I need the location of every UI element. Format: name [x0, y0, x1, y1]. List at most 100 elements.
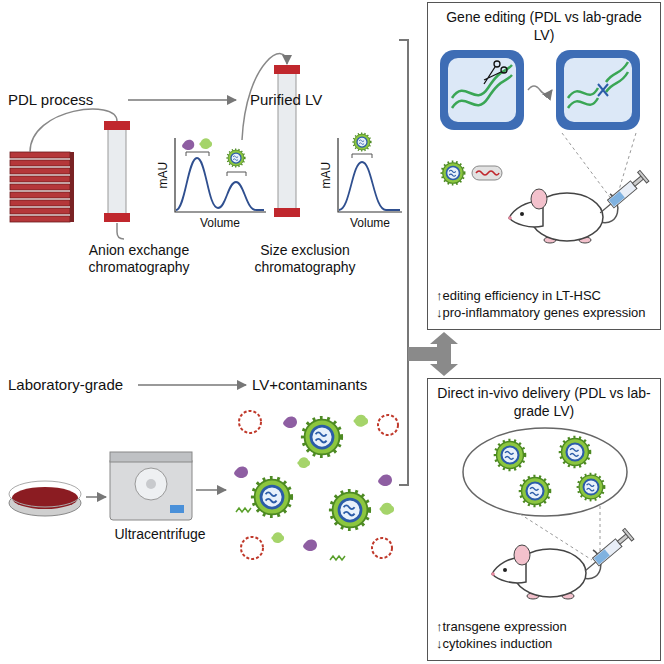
axis-label: mAU — [319, 155, 333, 195]
process-arrow — [86, 496, 106, 498]
stage-label: Laboratory-grade — [8, 376, 136, 394]
process-arrow — [128, 99, 236, 101]
axis-label: Volume — [185, 216, 255, 230]
delivery-cargo — [476, 171, 499, 175]
cell-factory-stack — [10, 200, 70, 206]
edited-cell — [494, 61, 500, 67]
tubing — [30, 54, 287, 239]
petri-dish — [12, 487, 78, 509]
anion-exchange-column — [104, 121, 130, 130]
edited-cell — [452, 65, 512, 98]
vector-oval — [520, 476, 550, 506]
panel-box: Direct in-vivo delivery (PDL vs lab-grad… — [427, 378, 661, 661]
size-exclusion-column — [274, 65, 300, 74]
edited-cell — [568, 98, 598, 108]
ultracentrifuge-icon — [146, 479, 156, 489]
ultracentrifuge-icon — [110, 458, 192, 520]
stage-label: Purified LV — [250, 91, 390, 109]
edited-cell — [440, 50, 524, 130]
lv-with-contaminants — [303, 539, 317, 551]
size-exclusion-column — [274, 208, 300, 217]
panel-heading: Gene editing (PDL vs lab-grade LV) — [436, 9, 652, 44]
stage-label: LV+contaminants — [252, 376, 397, 394]
mouse-icon — [596, 170, 649, 218]
bracket — [399, 40, 408, 485]
anion-exchange-column — [108, 128, 126, 214]
mouse-icon — [508, 170, 649, 243]
lv-with-contaminants — [239, 411, 261, 433]
result-text: ↑transgene expression — [436, 619, 652, 636]
chromatogram — [352, 154, 372, 158]
anion-exchange-column — [104, 121, 130, 222]
delivery-cargo — [472, 166, 502, 180]
lv-with-contaminants — [271, 532, 284, 543]
lv-with-contaminants — [236, 508, 251, 512]
mouse-icon — [491, 528, 634, 599]
cell-factory-stack — [10, 216, 70, 222]
process-arrow — [138, 384, 246, 386]
process-arrow — [138, 385, 246, 386]
vector-oval — [560, 437, 590, 467]
lv-with-contaminants — [331, 491, 370, 530]
split-arrow — [408, 332, 458, 376]
zoom-lines — [600, 506, 601, 558]
petri-dish — [9, 481, 81, 516]
axis-label: mAU — [156, 155, 170, 195]
petri-dish — [9, 481, 81, 507]
edited-cell — [448, 58, 516, 122]
ultracentrifuge-icon — [135, 468, 167, 500]
ultracentrifuge-icon — [170, 505, 184, 513]
vector-oval — [495, 440, 525, 470]
mouse-icon — [491, 545, 601, 599]
lv-with-contaminants — [354, 415, 369, 427]
lv-with-contaminants — [330, 556, 345, 560]
split-arrow — [430, 332, 458, 376]
vector-oval — [463, 428, 627, 516]
tubing — [30, 109, 117, 152]
lv-with-contaminants — [241, 537, 263, 559]
chromatogram — [182, 140, 194, 150]
lv-with-contaminants — [378, 415, 398, 435]
edited-cell — [440, 50, 524, 130]
chromatogram — [227, 149, 245, 167]
edited-cell — [564, 58, 632, 122]
chromatogram — [339, 162, 400, 210]
chromatogram — [176, 158, 264, 210]
split-arrow — [408, 347, 438, 361]
cell-factory-stack — [70, 152, 74, 222]
bracket — [399, 40, 408, 485]
mouse-icon — [508, 189, 618, 243]
zoom-lines — [562, 133, 612, 200]
mouse-icon — [581, 528, 634, 576]
panel-box: Gene editing (PDL vs lab-grade LV)↑editi… — [427, 2, 661, 330]
lv-with-contaminants — [234, 466, 248, 478]
edited-cell — [556, 50, 640, 130]
step-label: Size exclusion chromatography — [238, 242, 372, 276]
cell-factory-stack — [10, 176, 70, 182]
process-arrow — [528, 86, 552, 94]
cell-factory-stack — [10, 184, 70, 190]
vector-oval — [463, 428, 627, 516]
ultracentrifuge-icon — [110, 452, 192, 462]
edited-cell — [556, 50, 640, 130]
lv-with-contaminants — [303, 418, 342, 457]
lv-with-contaminants — [372, 538, 392, 558]
chromatogram — [175, 138, 266, 212]
panel-heading: Direct in-vivo delivery (PDL vs lab-grad… — [436, 385, 652, 420]
result-text: ↓pro-inflammatory genes expression — [436, 305, 652, 322]
cell-factory-stack — [10, 160, 70, 166]
vector-oval — [578, 474, 604, 500]
delivery-cargo — [442, 162, 465, 185]
lv-with-contaminants — [283, 416, 297, 428]
process-arrow — [128, 100, 236, 101]
cell-factory-stack — [10, 152, 74, 222]
anion-exchange-column — [104, 213, 130, 222]
edited-cell — [484, 67, 501, 84]
edited-cell — [598, 84, 608, 96]
lv-with-contaminants — [297, 457, 310, 468]
tubing — [117, 223, 124, 239]
lv-with-contaminants — [234, 411, 398, 560]
